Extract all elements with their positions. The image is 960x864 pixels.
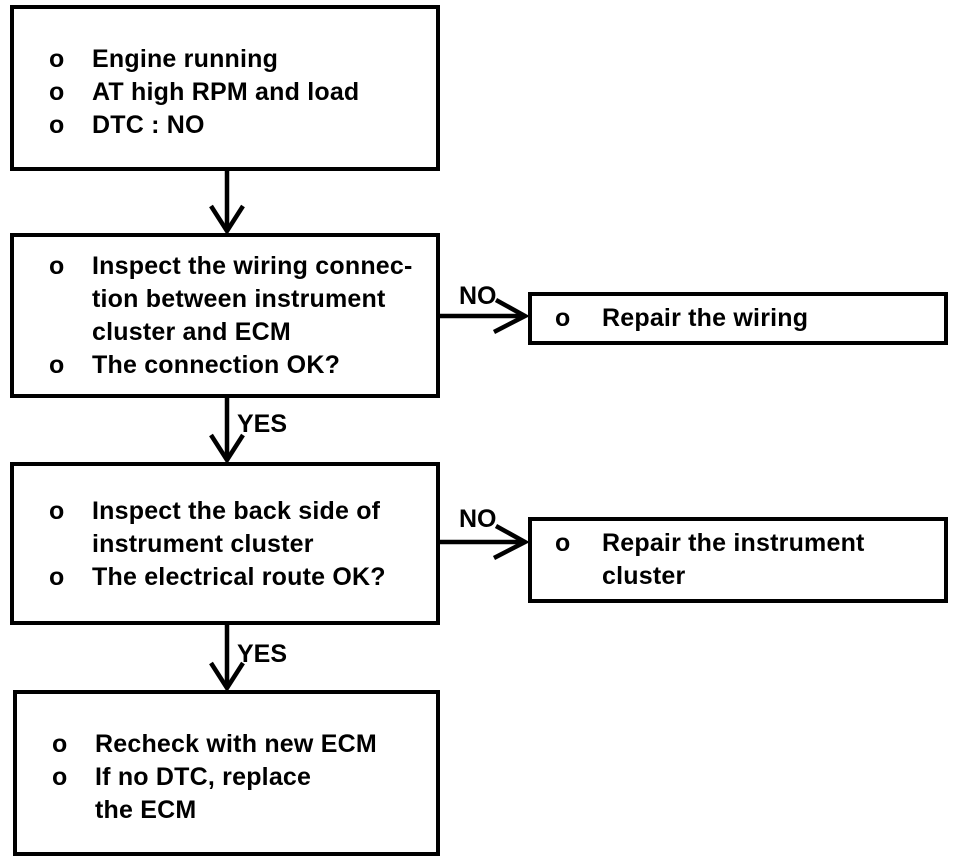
list-item: o The connection OK?: [49, 349, 428, 382]
flow-box-check-wiring: o Inspect the wiring connec- tion betwee…: [10, 233, 440, 398]
list-item-text: The connection OK?: [92, 351, 341, 379]
bullet-marker: o: [49, 497, 65, 525]
bullet-marker: o: [49, 563, 65, 591]
list-item-text: Repair the wiring: [602, 304, 809, 332]
bullet-marker: o: [555, 304, 571, 332]
list-item: o Repair the wiring: [555, 302, 808, 335]
arrow-right-icon: [440, 298, 528, 334]
flow-box-start-conditions: o Engine running o AT high RPM and load …: [10, 5, 440, 171]
flow-box-repair-wiring: o Repair the wiring: [528, 292, 948, 345]
bullet-marker: o: [52, 763, 68, 791]
list-item-text: If no DTC, replace the ECM: [95, 763, 312, 824]
bullet-marker: o: [49, 111, 65, 139]
no-branch-label: NO: [459, 505, 497, 533]
list-item: o Engine running: [49, 43, 428, 76]
yes-branch-label: YES: [237, 410, 288, 438]
flow-box-check-cluster: o Inspect the back side of instrument cl…: [10, 462, 440, 625]
flow-box-recheck-ecm: o Recheck with new ECM o If no DTC, repl…: [13, 690, 440, 856]
list-item-text: Inspect the wiring connec- tion between …: [92, 252, 413, 346]
list-item-text: Engine running: [92, 45, 279, 73]
list-item: o The electrical route OK?: [49, 561, 428, 594]
list-item: o AT high RPM and load: [49, 76, 428, 109]
list-item-text: The electrical route OK?: [92, 563, 386, 591]
arrow-down-icon: [209, 625, 245, 691]
arrow-right-icon: [440, 524, 528, 560]
list-item: o Recheck with new ECM: [52, 728, 428, 761]
bullet-marker: o: [52, 730, 68, 758]
list-item: o Inspect the wiring connec- tion betwee…: [49, 250, 428, 349]
bullet-marker: o: [555, 529, 571, 557]
list-item: o Inspect the back side of instrument cl…: [49, 495, 428, 561]
list-item-text: Repair the instrument cluster: [602, 529, 865, 590]
list-item: o If no DTC, replace the ECM: [52, 761, 428, 827]
no-branch-label: NO: [459, 282, 497, 310]
arrow-down-icon: [209, 170, 245, 234]
bullet-marker: o: [49, 78, 65, 106]
list-item-text: Inspect the back side of instrument clus…: [92, 497, 381, 558]
flow-box-repair-cluster: o Repair the instrument cluster: [528, 517, 948, 603]
bullet-marker: o: [49, 252, 65, 280]
bullet-marker: o: [49, 351, 65, 379]
yes-branch-label: YES: [237, 640, 288, 668]
list-item-text: DTC : NO: [92, 111, 205, 139]
list-item-text: Recheck with new ECM: [95, 730, 377, 758]
list-item: o Repair the instrument cluster: [555, 527, 865, 593]
list-item-text: AT high RPM and load: [92, 78, 360, 106]
arrow-down-icon: [209, 398, 245, 463]
list-item: o DTC : NO: [49, 109, 428, 142]
bullet-marker: o: [49, 45, 65, 73]
